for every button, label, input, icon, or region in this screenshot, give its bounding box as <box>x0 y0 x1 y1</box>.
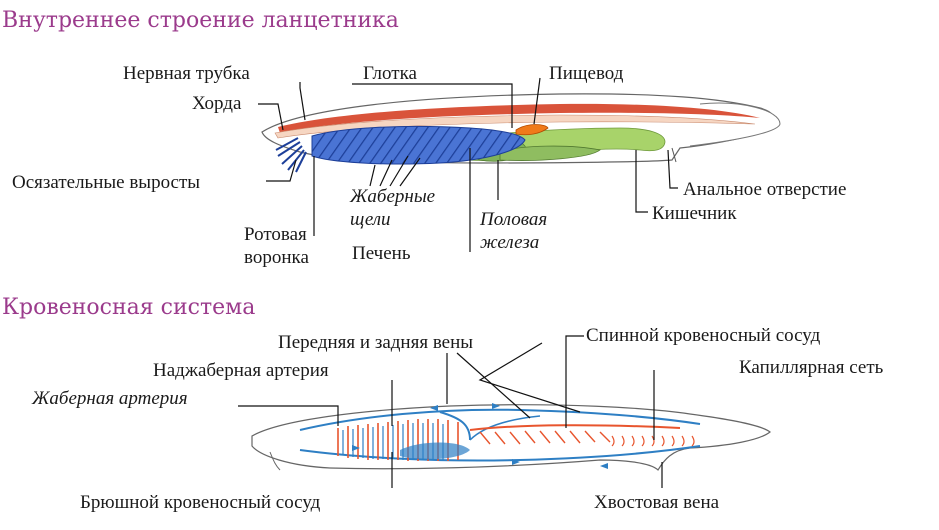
label-pharynx: Глотка <box>363 63 418 84</box>
label-front-back-veins: Передняя и задняя вены <box>278 332 473 353</box>
ventral-vessel <box>299 445 701 462</box>
dorsal-artery <box>469 424 681 431</box>
label-nerve-tube: Нервная трубка <box>123 63 250 84</box>
gonad <box>499 145 601 161</box>
anatomy-leaders <box>258 77 678 252</box>
flow-arrows <box>352 403 608 469</box>
anatomy-title: Внутреннее строение ланцетника <box>2 8 399 33</box>
label-esophagus: Пищевод <box>549 63 624 84</box>
label-anus: Анальное отверстие <box>683 179 846 200</box>
label-ventral-vessel: Брюшной кровеносный сосуд <box>80 492 321 513</box>
circulation-leaders <box>238 335 663 488</box>
nerve-tube <box>278 103 760 133</box>
label-mouth-funnel-1: Ротовая <box>244 224 307 245</box>
chord <box>274 114 756 139</box>
label-mouth-funnel-2: воронка <box>244 247 309 268</box>
esophagus <box>515 124 549 136</box>
tail-capillaries <box>611 435 695 447</box>
label-tentacles: Осязательные выросты <box>12 172 200 193</box>
pharynx <box>311 125 526 165</box>
intestinal-capillaries <box>400 442 470 460</box>
label-tail-vein: Хвостовая вена <box>594 492 720 513</box>
cardinal-veins <box>439 411 471 441</box>
label-gill-slits-1: Жаберные <box>349 186 435 207</box>
anus <box>671 147 677 163</box>
label-gonad-2: железа <box>480 232 539 253</box>
lancelet-body <box>261 93 781 173</box>
circulation-body <box>251 403 771 471</box>
label-branchial-artery: Жаберная артерия <box>31 388 188 409</box>
label-capillary-net: Капиллярная сеть <box>739 357 884 378</box>
label-chord: Хорда <box>192 93 242 114</box>
dorsal-vessel <box>299 408 701 431</box>
label-liver: Печень <box>352 243 411 264</box>
segmental-vessels <box>479 430 611 445</box>
label-dorsal-vessel: Спинной кровеносный сосуд <box>586 325 821 346</box>
label-intestine: Кишечник <box>652 203 737 224</box>
circulation-title: Кровеносная система <box>2 295 255 320</box>
label-epibranchial-artery: Наджаберная артерия <box>153 360 329 381</box>
label-gill-slits-2: щели <box>350 209 391 230</box>
label-gonad-1: Половая <box>479 209 547 230</box>
